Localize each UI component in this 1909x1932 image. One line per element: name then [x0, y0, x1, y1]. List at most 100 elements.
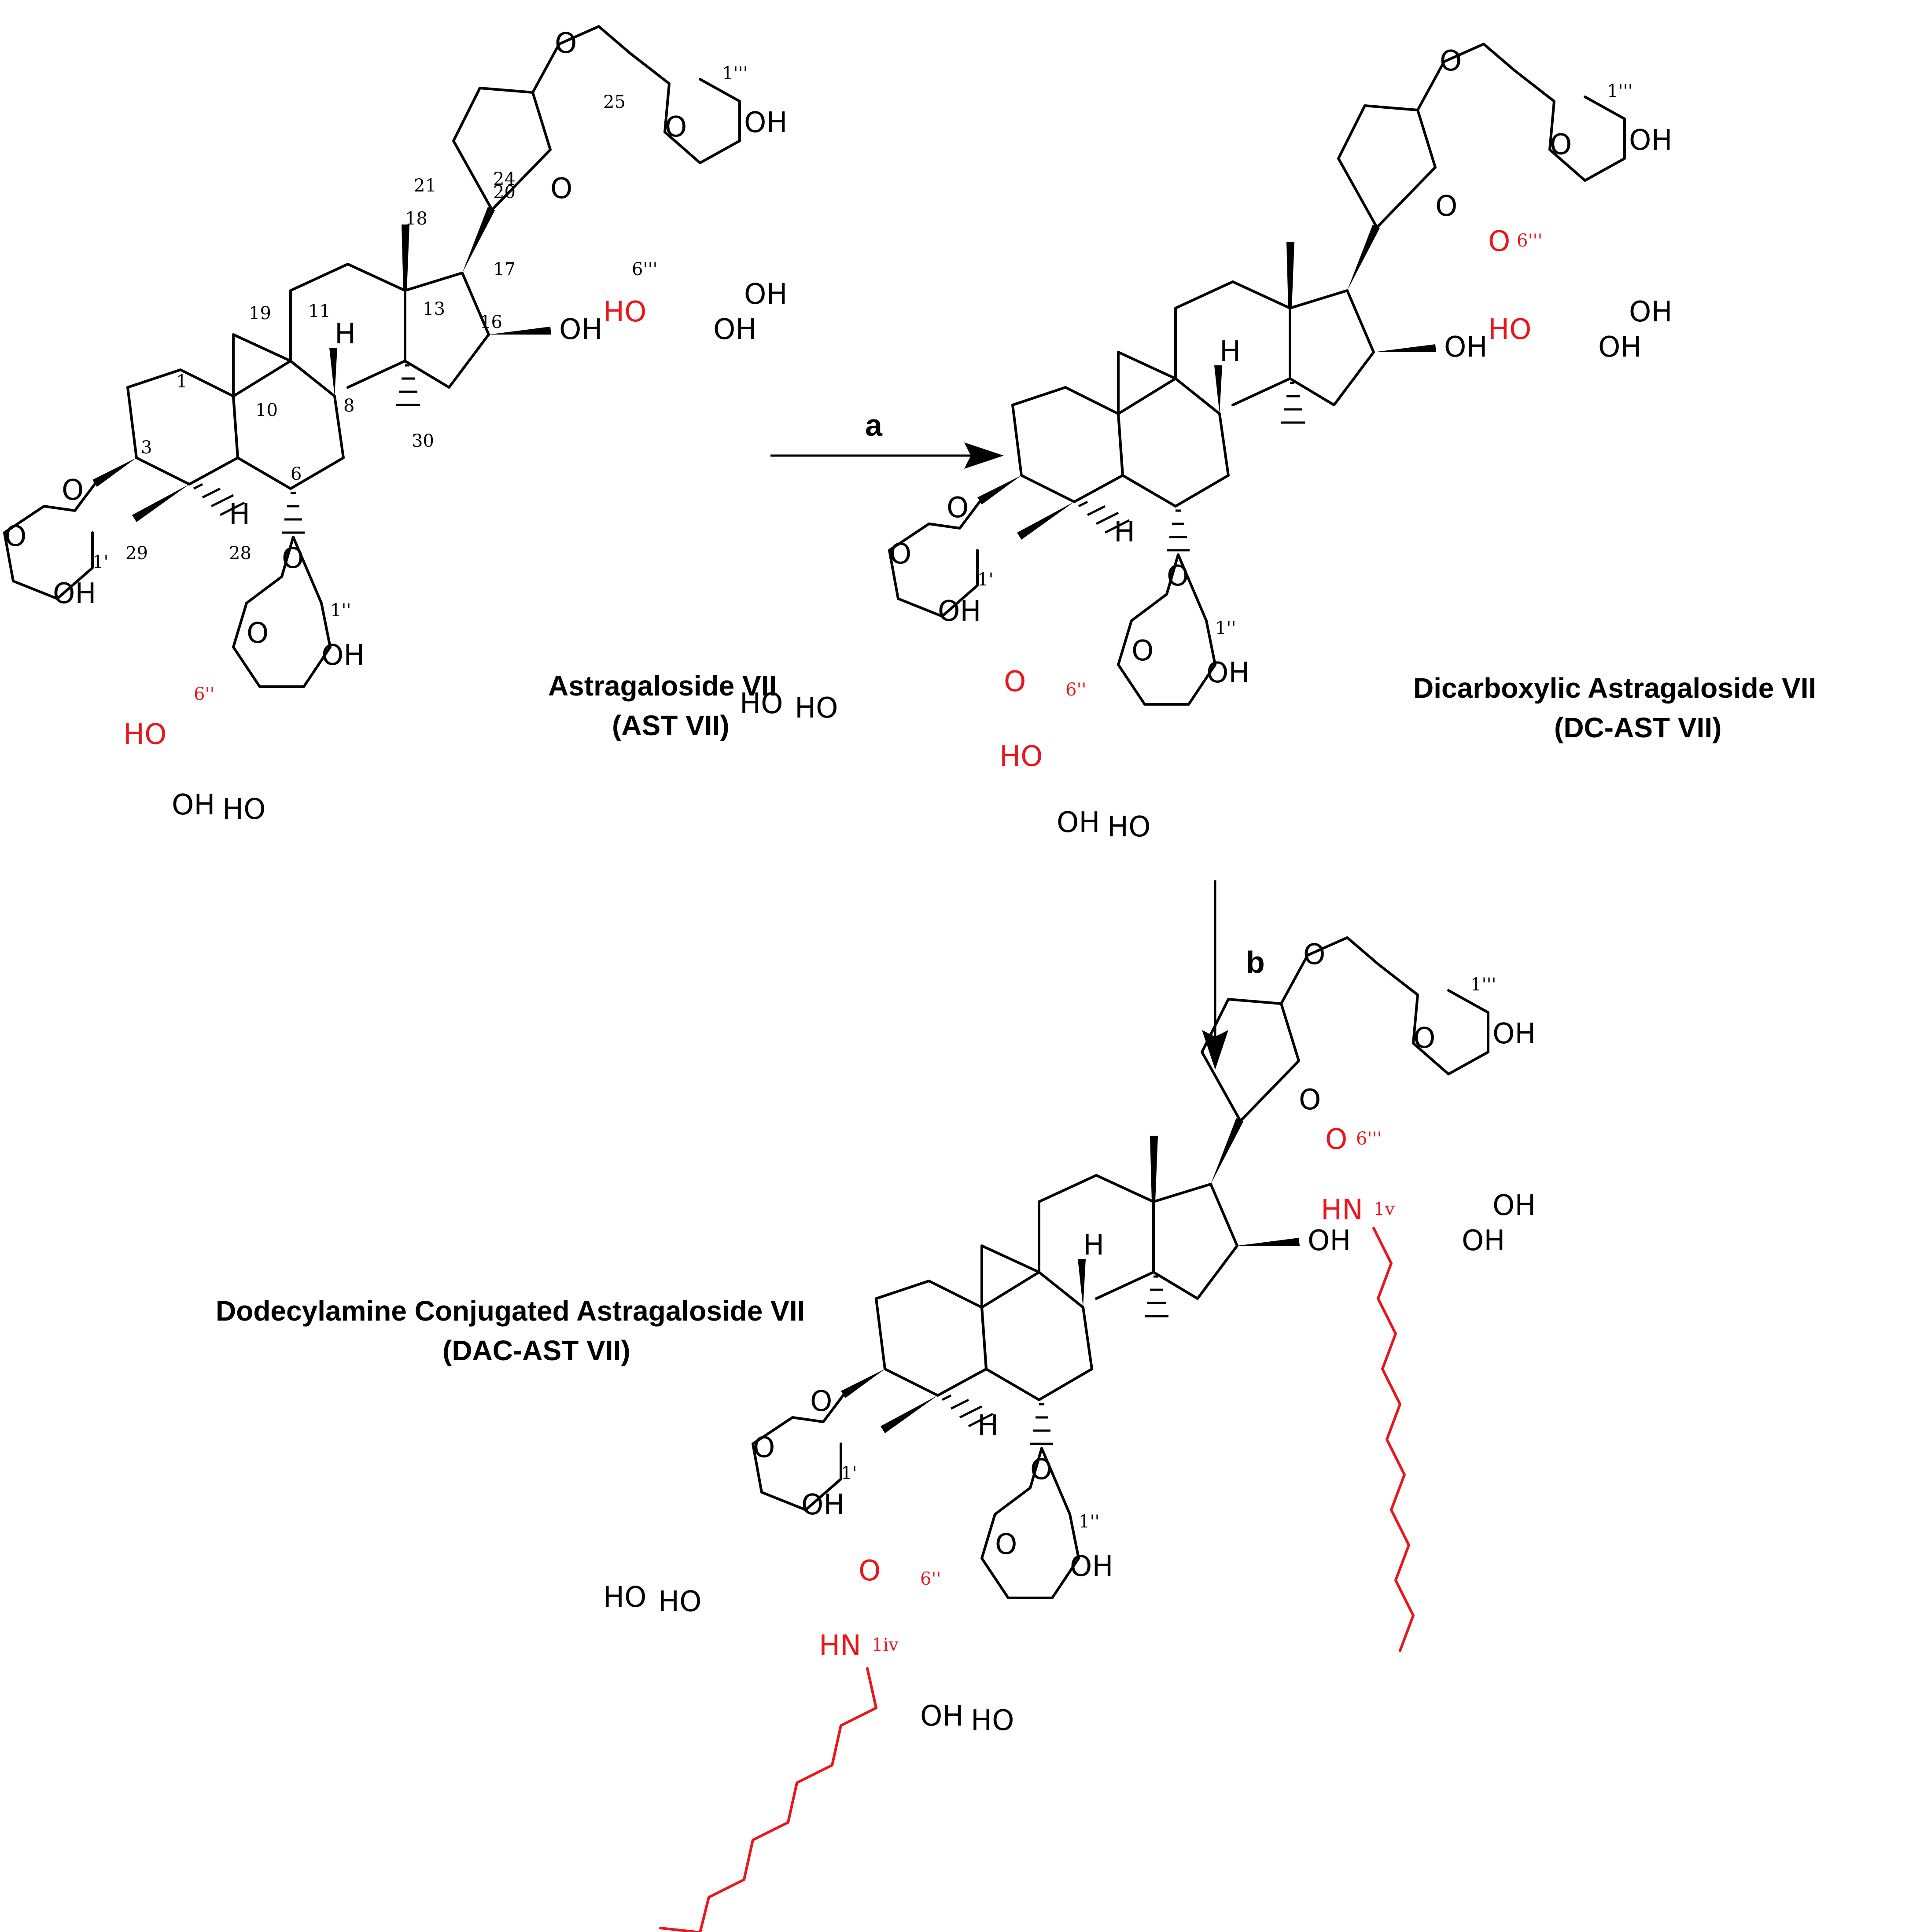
locant: 19: [249, 303, 271, 324]
atom-ho: HO: [603, 1581, 647, 1614]
locant: 6: [291, 464, 302, 484]
atom-h: H: [977, 1409, 999, 1442]
atom-ho: HO: [1107, 811, 1151, 843]
compound-name: Astragaloside VII: [548, 670, 777, 702]
molecule-dac-ast-vii: O O OH OH OH O HN 1v O OH H H O O O OH H…: [603, 938, 1536, 1932]
locant: 28: [229, 543, 251, 563]
locant: 1iv: [872, 1635, 899, 1655]
atom-o-sugar: O: [889, 538, 911, 570]
locant: 25: [603, 92, 626, 112]
locant: 16: [480, 312, 502, 332]
locant: 8: [343, 396, 354, 416]
locant: 29: [125, 543, 148, 563]
atom-o-thf: O: [1435, 190, 1457, 223]
atom-oh: OH: [938, 595, 981, 628]
atom-h: H: [1083, 1229, 1104, 1262]
atom-oh: OH: [1493, 1018, 1536, 1050]
locant: 11: [308, 301, 331, 321]
atom-o-link: O: [62, 474, 84, 507]
atom-o-link: O: [282, 542, 304, 575]
atom-nh-amide: HN: [819, 1630, 861, 1662]
locant: 17: [493, 259, 516, 280]
atom-ho-modified: HO: [999, 740, 1043, 773]
locant: 6'': [1065, 680, 1086, 700]
compound-abbrev: (DC-AST VII): [1554, 712, 1721, 743]
locant: 6''': [1356, 1129, 1382, 1149]
locant: 1': [977, 570, 993, 590]
locant: 1'': [1215, 618, 1236, 638]
atom-o-carbonyl: O: [1325, 1123, 1347, 1156]
locant: 1'': [1079, 1512, 1099, 1532]
atom-o-link: O: [1167, 560, 1189, 592]
atom-oh: OH: [920, 1700, 964, 1733]
locant: 1: [176, 372, 187, 392]
atom-oh: OH: [53, 578, 96, 610]
atom-oh: OH: [1493, 1189, 1536, 1222]
atom-oh: OH: [172, 789, 215, 821]
atom-o-sugar: O: [753, 1432, 775, 1464]
atom-ho: HO: [795, 692, 838, 725]
atom-ho-modified: HO: [123, 718, 167, 751]
atom-ho: HO: [971, 1704, 1014, 1737]
locant: 6'': [920, 1569, 941, 1589]
atom-oh: OH: [744, 107, 788, 139]
locant: 10: [255, 400, 278, 420]
atom-ho: HO: [222, 793, 266, 826]
atom-oh: OH: [1629, 124, 1673, 157]
atom-o-link: O: [810, 1385, 832, 1418]
locant: 13: [423, 299, 445, 319]
atom-o-sugar: O: [995, 1528, 1017, 1561]
atom-ho: HO: [740, 688, 783, 720]
locant: 1''': [722, 63, 748, 84]
step-label-b: b: [1246, 945, 1265, 979]
locant: 21: [414, 176, 436, 196]
atom-o-sugar: O: [1550, 129, 1572, 161]
atom-h: H: [1220, 335, 1241, 368]
atom-o-ring: O: [1303, 938, 1325, 971]
atom-o-sugar: O: [1413, 1022, 1435, 1055]
atom-oh: OH: [1598, 331, 1642, 364]
atom-oh: OH: [321, 639, 365, 672]
compound-abbrev: (DAC-AST VII): [442, 1335, 630, 1366]
atom-o-carbonyl: O: [1488, 225, 1510, 258]
atom-oh: OH: [744, 278, 788, 311]
locant: 1''': [1607, 81, 1633, 101]
atom-ho-modified: HO: [1488, 313, 1532, 346]
locant: 6''': [1517, 231, 1542, 251]
atom-oh: OH: [713, 313, 757, 346]
locant: 6''': [632, 259, 657, 280]
atom-oh: OH: [1444, 331, 1488, 364]
atom-h: H: [229, 498, 250, 531]
atom-ho: HO: [658, 1586, 702, 1618]
atom-oh: OH: [1057, 806, 1100, 839]
locant: 1v: [1374, 1199, 1395, 1219]
locant: 1''': [1470, 975, 1496, 995]
atom-o-thf: O: [1299, 1084, 1321, 1116]
atom-o-carbonyl: O: [859, 1555, 881, 1587]
arrow-step-b: b: [1202, 880, 1265, 1070]
atom-o-sugar: O: [665, 111, 687, 144]
atom-o-ring: O: [555, 27, 577, 60]
atom-oh: OH: [1629, 296, 1673, 328]
atom-o-thf: O: [550, 173, 572, 205]
atom-oh: OH: [1206, 657, 1250, 689]
label-dac-ast-vii: Dodecylamine Conjugated Astragaloside VI…: [216, 1295, 805, 1366]
label-dc-ast-vii: Dicarboxylic Astragaloside VII (DC-AST V…: [1413, 672, 1816, 743]
atom-o-link: O: [947, 492, 969, 524]
atom-o-sugar: O: [247, 617, 269, 650]
atom-o-carbonyl: O: [1004, 666, 1026, 698]
atom-oh: OH: [1070, 1550, 1113, 1583]
locant: 24: [493, 169, 516, 189]
locant: 1': [92, 552, 108, 572]
atom-h: H: [1114, 516, 1135, 548]
atom-o-ring: O: [1440, 45, 1462, 77]
locant: 20: [493, 182, 516, 202]
locant: 1': [841, 1463, 857, 1483]
atom-oh: OH: [801, 1489, 845, 1521]
molecule-dc-ast-vii: O O OH OH OH O HO O OH H H O O O OH HO H…: [740, 44, 1673, 843]
atom-o-sugar: O: [4, 520, 26, 553]
step-label-a: a: [865, 408, 883, 442]
atom-nh-amide: HN: [1321, 1194, 1363, 1226]
locant: 1'': [330, 600, 351, 621]
